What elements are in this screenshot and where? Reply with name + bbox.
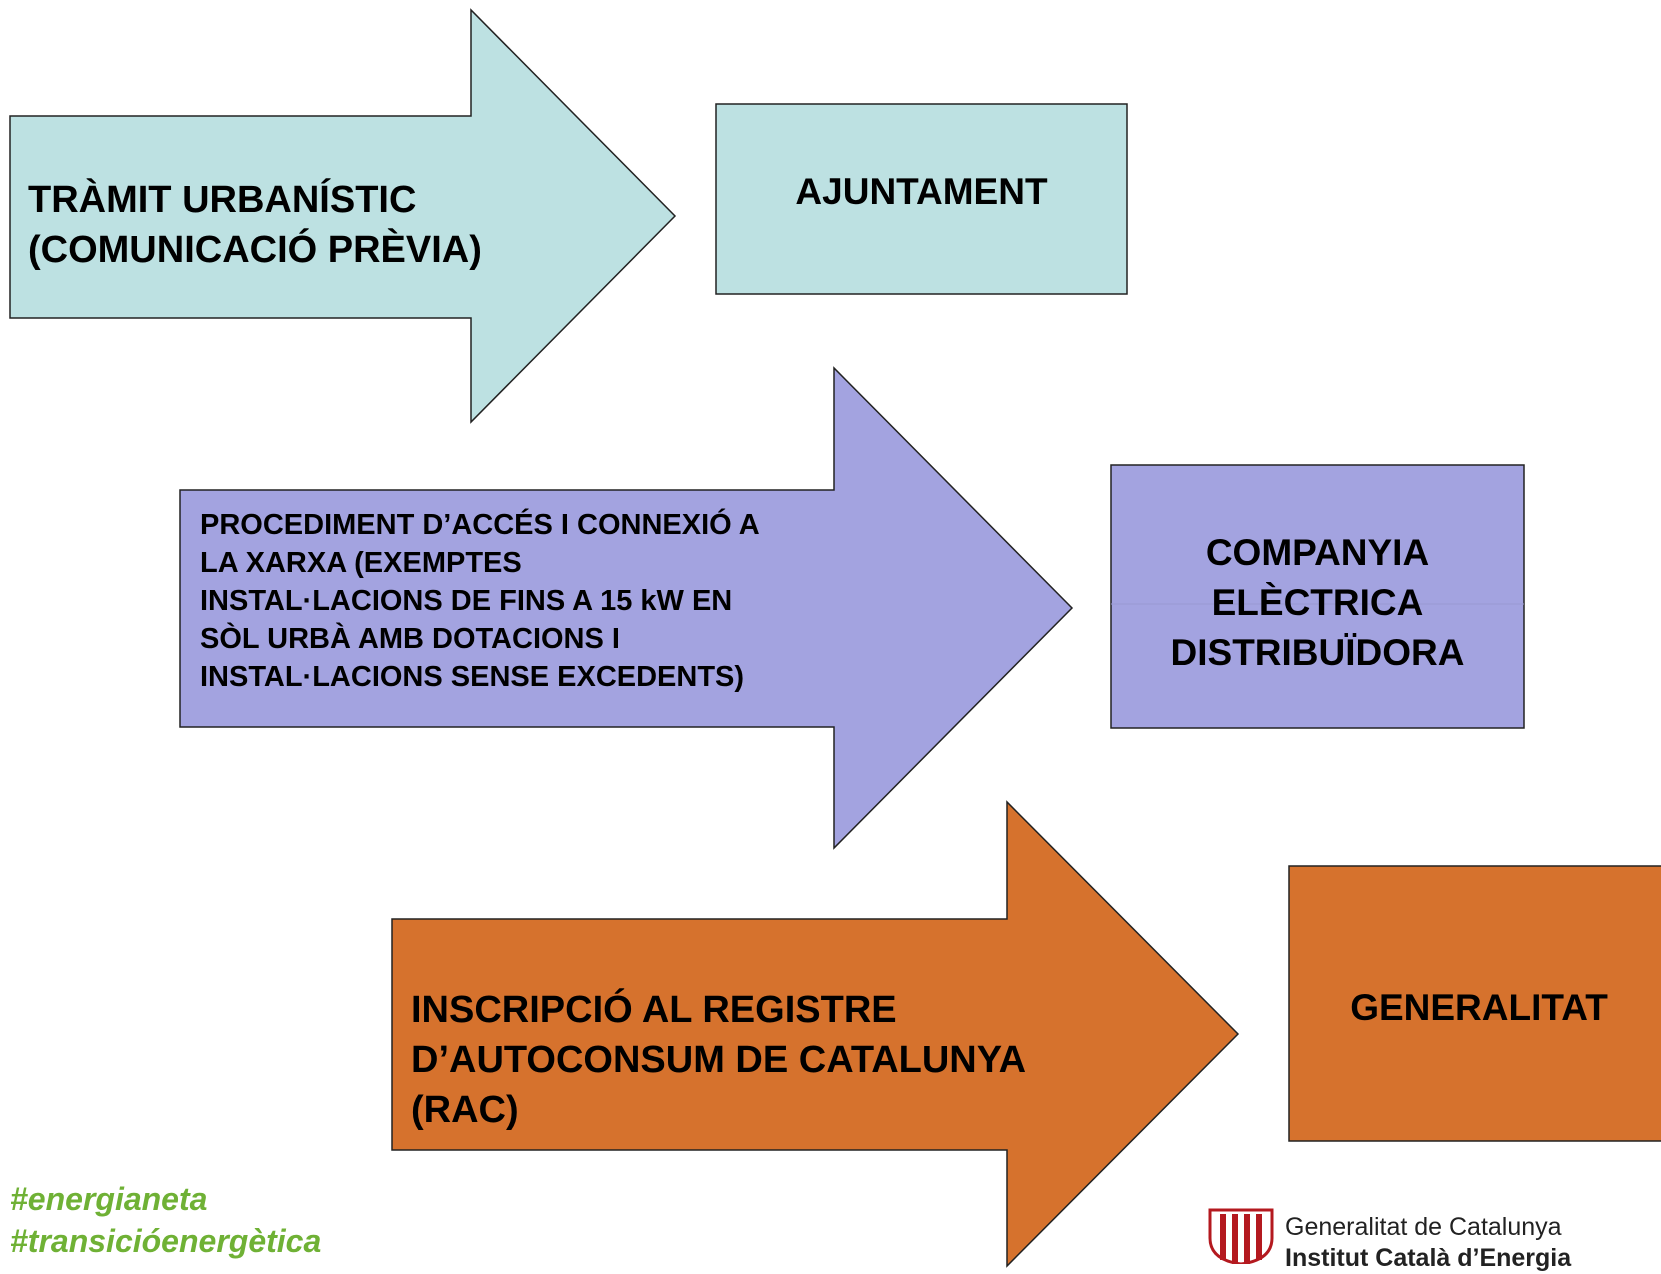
hashtag-transicioenergetica: #transicióenergètica xyxy=(10,1223,322,1259)
logo-text: Generalitat de Catalunya Institut Català… xyxy=(1285,1212,1571,1274)
arrow-label-tramit-urbanistic: TRÀMIT URBANÍSTIC (COMUNICACIÓ PRÈVIA) xyxy=(28,179,482,271)
arrow-label-inscripcio-rac: INSCRIPCIÓ AL REGISTRE D’AUTOCONSUM DE C… xyxy=(411,989,1027,1131)
box-companyia-electrica xyxy=(1110,464,1525,729)
box-ajuntament xyxy=(715,103,1128,295)
logo-line-icaen: Institut Català d’Energia xyxy=(1285,1244,1572,1272)
box-label-generalitat: GENERALITAT xyxy=(1350,987,1608,1028)
hashtags: #energianeta #transicióenergètica xyxy=(10,1178,321,1262)
arrow-inscripcio-rac xyxy=(391,800,1240,1268)
box-label-ajuntament: AJUNTAMENT xyxy=(795,171,1048,212)
senyera-shield-icon xyxy=(1208,1208,1274,1264)
arrow-procediment-acces xyxy=(179,366,1074,850)
box-generalitat xyxy=(1288,865,1661,1142)
box-label-companyia-electrica: COMPANYIA ELÈCTRICA DISTRIBUÏDORA xyxy=(1170,532,1465,673)
hashtag-energianeta: #energianeta xyxy=(10,1181,208,1217)
arrow-label-procediment-acces: PROCEDIMENT D’ACCÉS I CONNEXIÓ A LA XARX… xyxy=(200,509,760,693)
logo-line-generalitat: Generalitat de Catalunya xyxy=(1285,1213,1562,1241)
arrow-tramit-urbanistic xyxy=(9,8,677,424)
